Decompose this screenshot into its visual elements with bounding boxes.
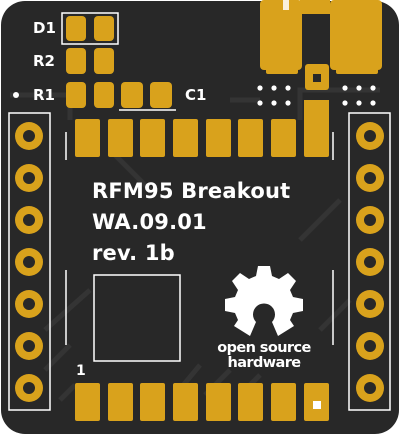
r2-pad-2 (94, 48, 114, 74)
right-header-pins (356, 122, 384, 402)
d1-label: D1 (33, 19, 56, 37)
r1-pin-dot (13, 92, 19, 98)
r1-label: R1 (33, 86, 55, 104)
module-bottom-pads (75, 383, 329, 421)
antenna-pad-left (260, 0, 302, 70)
module-top-pads (75, 119, 329, 157)
antenna-pad-right (330, 0, 382, 70)
c1-label: C1 (185, 86, 207, 104)
left-header-outline (8, 112, 51, 411)
d1-pad-1 (66, 16, 86, 41)
c1-pad-2 (150, 82, 172, 108)
revision-label: rev. 1b (92, 241, 175, 265)
pin1-marker: 1 (76, 363, 86, 379)
d1-outline (61, 12, 119, 45)
left-header-pins (15, 122, 43, 402)
c1-pad-1 (121, 82, 143, 108)
d1-pad-2 (94, 16, 114, 41)
part-number: WA.09.01 (92, 210, 207, 234)
oshw-text-line1: open source (217, 340, 311, 356)
module-outline (65, 132, 334, 345)
board-title: RFM95 Breakout (92, 179, 291, 203)
r1-pad-1 (66, 82, 86, 108)
oshw-text-line2: hardware (227, 355, 301, 371)
oshw-gear-icon (225, 266, 303, 336)
via-grid-left (257, 85, 291, 106)
silk-square (93, 274, 181, 362)
via-grid-right (342, 85, 376, 106)
r2-label: R2 (33, 52, 55, 70)
r1-pad-2 (94, 82, 114, 108)
r2-pad-1 (66, 48, 86, 74)
right-header-outline (348, 112, 391, 411)
